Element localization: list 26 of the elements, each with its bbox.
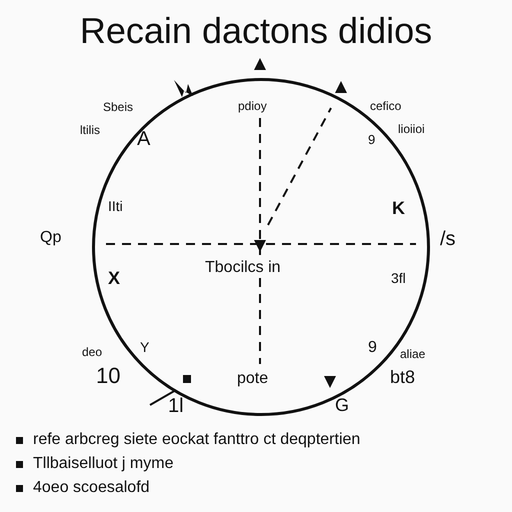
circle-label: IIti <box>108 199 123 213</box>
circle-label: K <box>392 199 405 217</box>
circle-label: A <box>137 129 150 149</box>
circle-label: cefico <box>370 100 402 112</box>
circle-label: ltilis <box>80 124 100 136</box>
circle-label: lioiioi <box>398 123 425 135</box>
circle-label: Y <box>140 340 150 354</box>
circle-label: 9 <box>368 340 377 356</box>
circle-label: Qp <box>40 230 62 246</box>
circle-label: 3fl <box>391 271 406 285</box>
list-item: 4oeo scoesalofd <box>33 479 150 497</box>
circle-label: pote <box>237 371 268 387</box>
circle-label: X <box>108 269 120 287</box>
circle-label: /s <box>440 229 456 249</box>
circle-label: 9 <box>368 133 376 146</box>
circle-label: aliae <box>400 348 426 360</box>
list-item: refe arbcreg siete eockat fanttro ct deqptertien <box>33 431 360 449</box>
circle-label: bt8 <box>390 368 416 386</box>
list-item: Tllbaiselluot j myme <box>33 455 174 473</box>
circle-label: Sbeis <box>103 101 134 113</box>
circle-label: 10 <box>96 365 120 387</box>
circle-label: G <box>335 396 350 414</box>
circle-label: deo <box>82 346 102 358</box>
circle-label: pdioy <box>238 100 267 112</box>
circle-label: 1l <box>168 396 184 416</box>
diagram-title: Recain dactons didios <box>78 10 434 52</box>
